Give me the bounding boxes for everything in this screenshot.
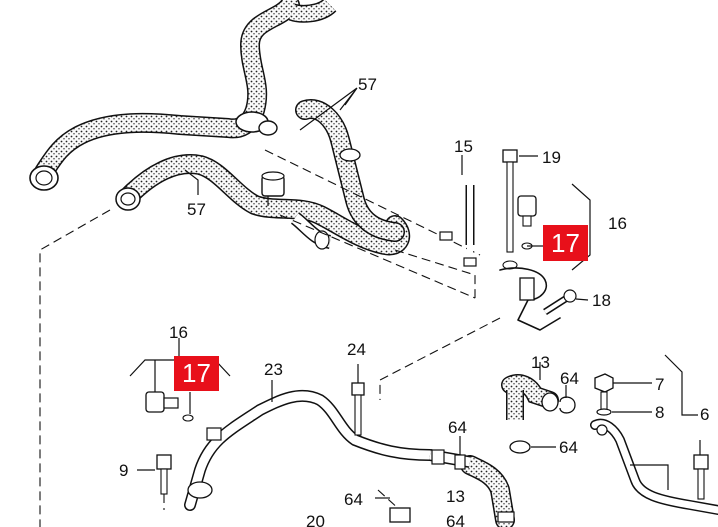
- label-57: 57: [358, 75, 377, 94]
- label-16: 16: [169, 323, 188, 342]
- bolt-7: [594, 373, 652, 413]
- leader-lines: [178, 87, 541, 380]
- label-15: 15: [454, 137, 473, 156]
- bolt-9: [137, 454, 172, 510]
- label-64: 64: [446, 512, 465, 527]
- label-8: 8: [655, 403, 664, 422]
- hose-clamp-64: [559, 385, 576, 414]
- leader-line: [379, 317, 501, 400]
- label-7: 7: [655, 375, 664, 394]
- label-16: 16: [608, 214, 627, 233]
- label-6: 6: [700, 405, 709, 424]
- callout-17: 17: [527, 225, 588, 261]
- pipe-23: [184, 380, 436, 511]
- label-20: 20: [306, 512, 325, 527]
- label-64: 64: [448, 418, 467, 437]
- hose-57-upper: [29, 0, 337, 191]
- label-64: 64: [344, 490, 363, 509]
- clamp-bottom-64: [375, 489, 411, 523]
- leader-line: [39, 209, 111, 527]
- coolant-junction-upper: [499, 267, 561, 331]
- label-19: 19: [542, 148, 561, 167]
- bolt-18: [543, 289, 589, 315]
- hose-13-upper: [501, 374, 559, 420]
- hose-clamp-64: [509, 440, 556, 454]
- bolt-19: [502, 149, 538, 270]
- bolt-24: [351, 364, 365, 436]
- callout-17: 17: [174, 356, 219, 391]
- label-24: 24: [347, 340, 366, 359]
- callout-17-label: 17: [551, 228, 580, 258]
- label-57: 57: [187, 200, 206, 219]
- label-64: 64: [559, 438, 578, 457]
- pipe-15: [439, 173, 488, 267]
- callout-17-label: 17: [182, 358, 211, 388]
- label-23: 23: [264, 360, 283, 379]
- sensor-16-lower: [129, 359, 231, 422]
- label-18: 18: [592, 291, 611, 310]
- leader-line: [279, 214, 476, 299]
- hose-13-lower: [428, 436, 515, 527]
- hose-57-right: [290, 99, 405, 250]
- connector-t-piece: [261, 171, 285, 206]
- label-13: 13: [446, 487, 465, 506]
- label-64: 64: [560, 369, 579, 388]
- leader-line: [394, 249, 476, 300]
- sensor-16-top: [517, 183, 591, 271]
- hose-57-lower: [115, 154, 411, 256]
- bracket-6: [590, 354, 718, 515]
- label-9: 9: [119, 461, 128, 480]
- washer-8: [596, 408, 652, 416]
- label-13: 13: [531, 353, 550, 372]
